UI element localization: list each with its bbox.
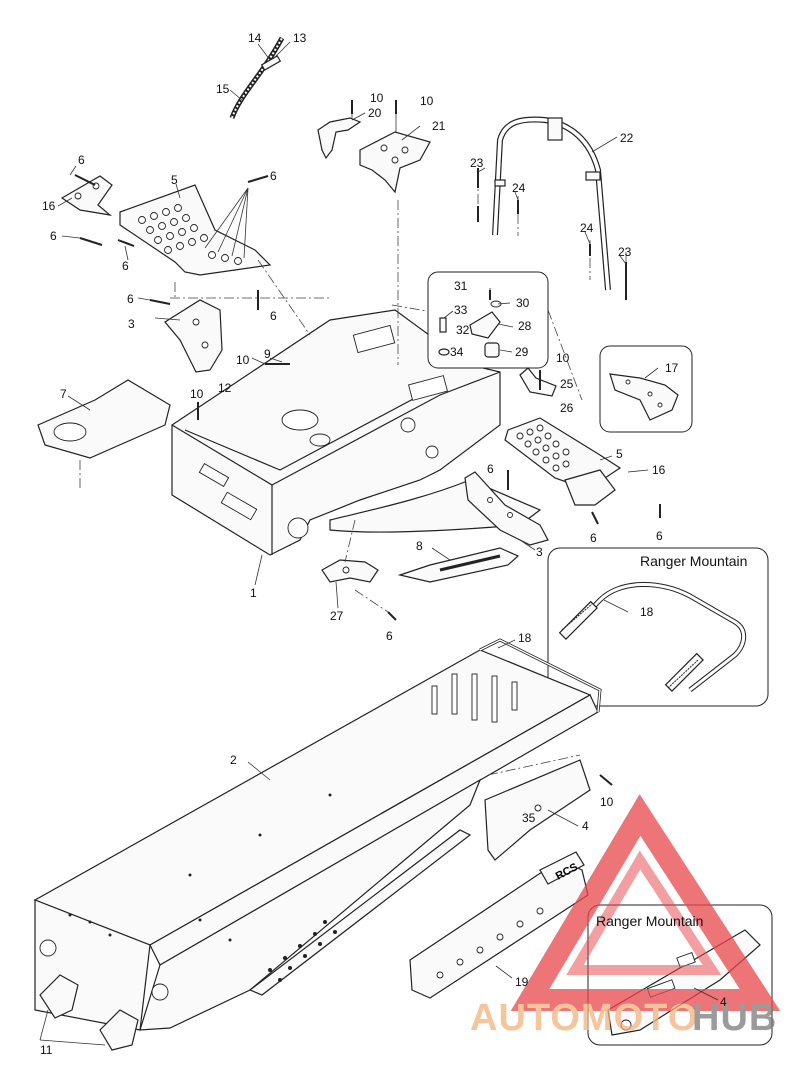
leader-lines bbox=[57, 41, 719, 1001]
callout-4: 4 bbox=[582, 819, 589, 833]
callout-27: 27 bbox=[330, 609, 344, 623]
callout-6: 6 bbox=[78, 153, 85, 167]
callout-19: 19 bbox=[515, 975, 529, 989]
callout-22: 22 bbox=[620, 131, 634, 145]
side-plate-part-4 bbox=[484, 754, 591, 861]
tunnel-part-2 bbox=[33, 638, 602, 1031]
callout-30: 30 bbox=[516, 296, 530, 310]
fasteners bbox=[74, 100, 661, 786]
callout-6: 6 bbox=[590, 531, 597, 545]
callout-35: 35 bbox=[522, 811, 536, 825]
callout-15: 15 bbox=[216, 82, 230, 96]
callout-10: 10 bbox=[370, 91, 384, 105]
callout-7: 7 bbox=[60, 387, 67, 401]
callout-6: 6 bbox=[656, 529, 663, 543]
fastener-kit-box bbox=[427, 271, 549, 369]
bracket-part-25 bbox=[519, 367, 557, 397]
callout-1: 1 bbox=[250, 586, 257, 600]
callout-21: 21 bbox=[432, 119, 446, 133]
callout-29: 29 bbox=[515, 345, 529, 359]
callout-6: 6 bbox=[270, 309, 277, 323]
inset-part-17 bbox=[599, 345, 693, 433]
watermark-text-hub: HUB bbox=[692, 997, 777, 1039]
callout-10: 10 bbox=[236, 353, 250, 367]
callout-26: 26 bbox=[560, 401, 574, 415]
watermark-text-main: AUTOMOTO bbox=[470, 997, 698, 1039]
callout-8: 8 bbox=[416, 539, 423, 553]
callout-23: 23 bbox=[618, 245, 632, 259]
callout-5: 5 bbox=[171, 173, 178, 187]
callout-18: 18 bbox=[640, 605, 654, 619]
inset-ranger-mountain-top bbox=[547, 547, 769, 707]
callout-17: 17 bbox=[665, 361, 679, 375]
callout-20: 20 bbox=[368, 106, 382, 120]
bracket-part-11 bbox=[39, 974, 139, 1051]
callout-4: 4 bbox=[720, 995, 727, 1009]
callout-5: 5 bbox=[616, 447, 623, 461]
bracket-part-20 bbox=[317, 100, 362, 160]
callout-16: 16 bbox=[42, 199, 56, 213]
callout-6: 6 bbox=[122, 259, 129, 273]
callout-12: 12 bbox=[218, 381, 232, 395]
plate-part-7 bbox=[37, 379, 171, 490]
callout-6: 6 bbox=[386, 629, 393, 643]
callout-24: 24 bbox=[580, 221, 594, 235]
callout-10: 10 bbox=[600, 795, 614, 809]
footrest-part-5-left bbox=[119, 184, 272, 276]
callout-2: 2 bbox=[230, 753, 237, 767]
callout-6: 6 bbox=[487, 462, 494, 476]
callout-14: 14 bbox=[248, 31, 262, 45]
callout-25: 25 bbox=[560, 377, 574, 391]
callout-16: 16 bbox=[652, 463, 666, 477]
inset-caption-bottom: Ranger Mountain bbox=[596, 913, 703, 929]
plate-part-8 bbox=[397, 547, 520, 583]
inset-caption-top: Ranger Mountain bbox=[640, 553, 747, 569]
callout-24: 24 bbox=[512, 181, 526, 195]
callout-10: 10 bbox=[190, 387, 204, 401]
callout-23: 23 bbox=[470, 156, 484, 170]
bracket-part-3-right bbox=[464, 471, 549, 546]
rail-part-19: RCS bbox=[409, 851, 589, 999]
callout-3: 3 bbox=[536, 545, 543, 559]
callout-33: 33 bbox=[454, 303, 468, 317]
bracket-part-3-left bbox=[154, 299, 223, 373]
footrest-part-5-right bbox=[504, 417, 622, 506]
bracket-part-21 bbox=[359, 100, 431, 194]
callout-3: 3 bbox=[128, 317, 135, 331]
callout-6: 6 bbox=[270, 169, 277, 183]
bracket-part-16-left bbox=[60, 175, 113, 216]
bracket-part-27 bbox=[321, 519, 389, 613]
callout-10: 10 bbox=[556, 351, 570, 365]
callout-6: 6 bbox=[50, 229, 57, 243]
callout-9: 9 bbox=[264, 347, 271, 361]
automotohub-watermark: AUTOMOTO HUB bbox=[470, 794, 781, 1039]
hose-part-15 bbox=[229, 36, 285, 119]
callout-11: 11 bbox=[40, 1043, 53, 1057]
callout-28: 28 bbox=[518, 319, 532, 333]
callout-32: 32 bbox=[456, 323, 470, 337]
callout-34: 34 bbox=[450, 345, 464, 359]
callout-6: 6 bbox=[127, 292, 134, 306]
callout-10: 10 bbox=[420, 94, 434, 108]
callout-31: 31 bbox=[454, 279, 468, 293]
callout-labels: 14 13 15 10 10 20 21 22 23 24 24 23 6 6 … bbox=[40, 31, 727, 1057]
callout-13: 13 bbox=[293, 31, 307, 45]
callout-18: 18 bbox=[518, 631, 532, 645]
